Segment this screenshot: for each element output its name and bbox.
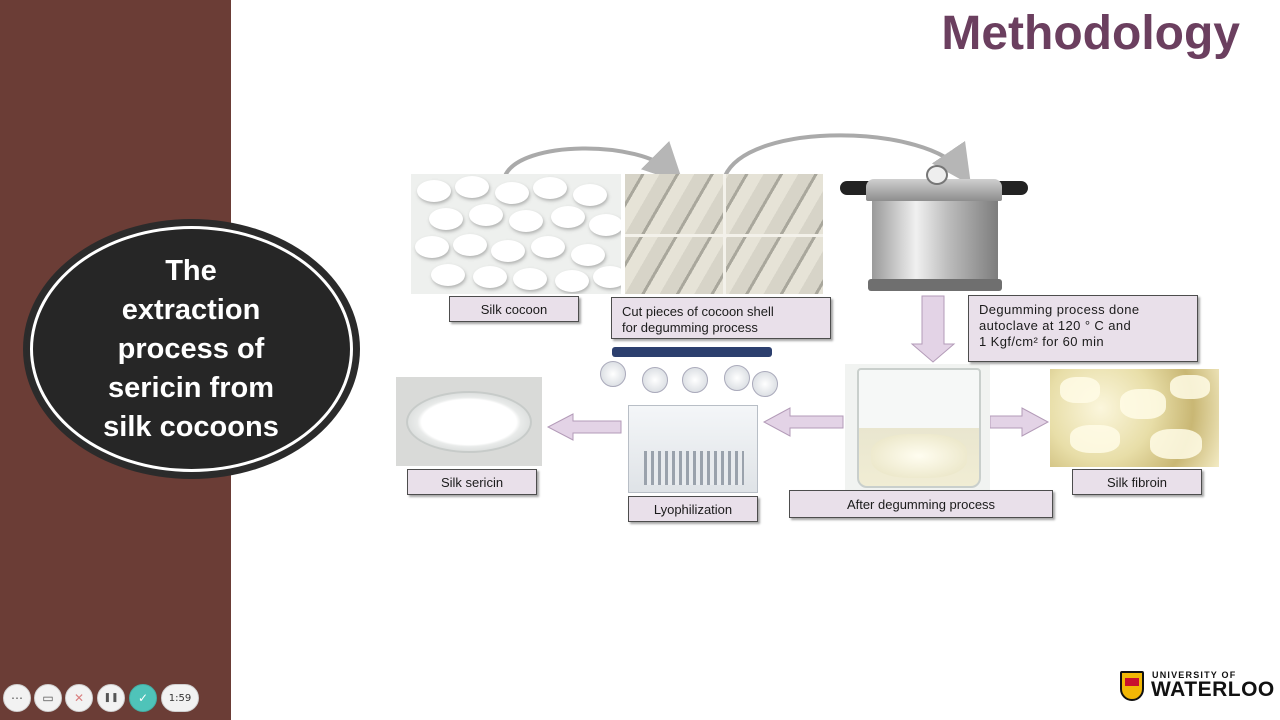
logo-university-of: UNIVERSITY OF [1152,670,1237,680]
discard-button[interactable]: ✕ [65,684,93,712]
silk-sericin-photo [396,377,542,466]
more-icon: ⋯ [11,691,23,705]
lyophilizer-image [600,345,780,495]
label-after-degumming: After degumming process [789,490,1053,518]
university-logo: UNIVERSITY OF WATERLOO [1120,669,1274,705]
degummed-beaker-photo [845,364,990,491]
curved-arrow-cocoon-to-pieces [503,140,684,184]
oval-line: extraction [121,294,261,326]
label-line: autoclave at 120 ° C and [979,318,1132,333]
close-icon: ✕ [73,691,85,705]
oval-line: The [165,255,217,287]
camera-toggle-button[interactable]: ▭ [34,684,62,712]
down-arrow [910,295,956,363]
slide-title: Methodology [941,7,1240,60]
more-options-button[interactable]: ⋯ [3,684,31,712]
recording-timer: 1:59 [161,684,199,712]
left-arrow-to-sericin [546,413,622,441]
pause-button[interactable]: ❚❚ [97,684,125,712]
logo-waterloo: WATERLOO [1151,678,1275,701]
label-degumming: Degumming process done autoclave at 120 … [968,295,1198,362]
label-line: Cut pieces of cocoon shell [622,304,774,319]
curved-arrow-pieces-to-autoclave [723,133,972,186]
camera-icon: ▭ [42,691,54,705]
label-lyophilization: Lyophilization [628,496,758,522]
pause-icon: ❚❚ [103,693,119,703]
label-line: for degumming process [622,320,758,335]
check-icon: ✓ [137,691,149,705]
label-silk-cocoon: Silk cocoon [449,296,579,322]
label-silk-fibroin: Silk fibroin [1072,469,1202,495]
cocoon-pieces-photo [625,174,823,294]
crest-icon [1120,671,1144,701]
title-oval [30,226,353,472]
right-arrow-to-fibroin [989,407,1050,437]
oval-line: silk cocoons [103,411,279,443]
finish-button[interactable]: ✓ [129,684,157,712]
label-cut-pieces: Cut pieces of cocoon shell for degumming… [611,297,831,339]
oval-heading: The extraction process of sericin from s… [60,252,322,447]
label-line: Degumming process done [979,302,1140,317]
left-arrow-to-lyophilizer [762,407,844,437]
oval-line: process of [117,333,265,365]
label-line: 1 Kgf/cm² for 60 min [979,334,1105,349]
label-silk-sericin: Silk sericin [407,469,537,495]
silk-cocoon-photo [411,174,621,294]
oval-line: sericin from [108,372,274,404]
silk-fibroin-photo [1050,369,1219,467]
autoclave-image [838,165,1030,295]
